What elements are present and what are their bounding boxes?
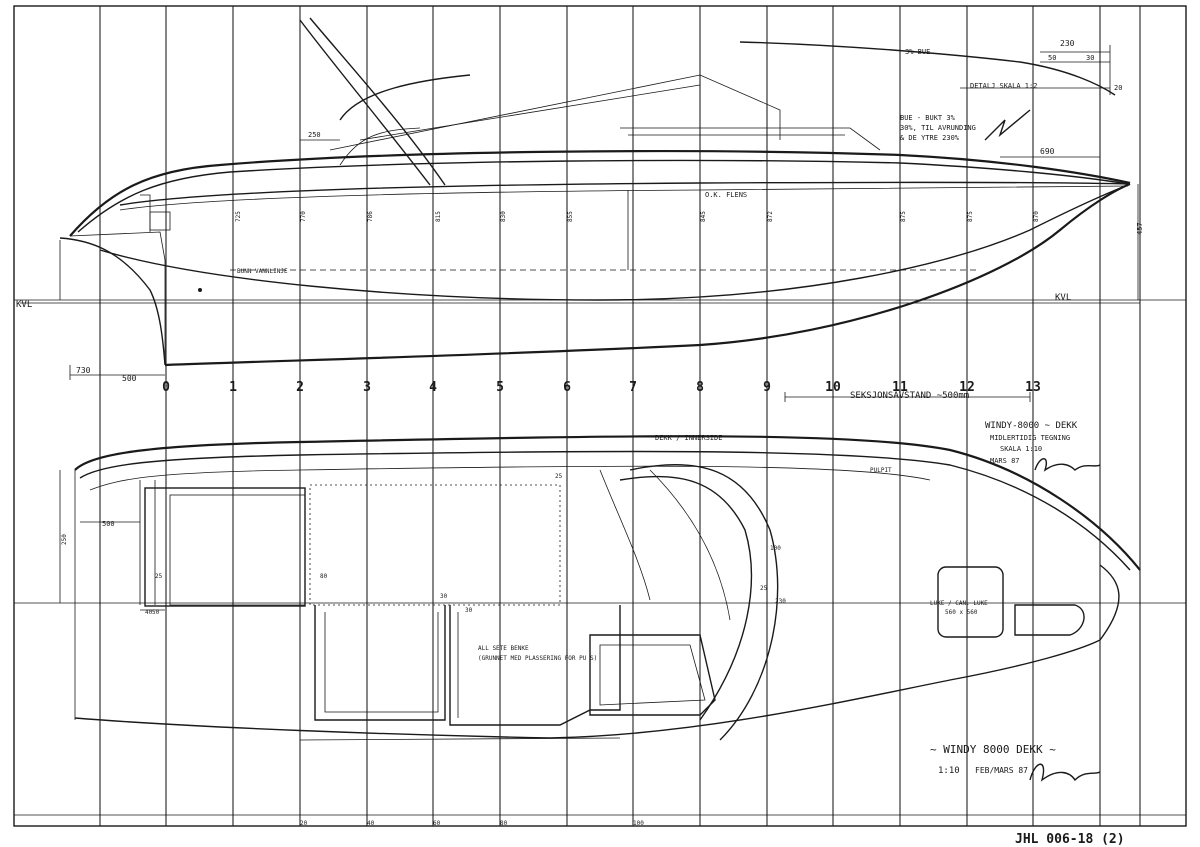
plan-dim: 50 <box>152 609 160 616</box>
detail-scale-label: DETALJ SKALA 1:2 <box>970 82 1037 90</box>
station-number: 10 <box>825 380 841 395</box>
plan-view <box>59 435 1141 741</box>
sheer-label: 3% BUE <box>905 48 930 56</box>
plan-dim-500: 500 <box>102 520 115 528</box>
height-label: 845 <box>700 211 707 222</box>
height-label: 786 <box>367 211 374 222</box>
flange-label: O.K. FLENS <box>705 191 747 199</box>
station-number: 9 <box>763 380 771 395</box>
station-number: 11 <box>892 380 908 395</box>
hull-waterline-label: BUNN VANNLINJE <box>237 268 288 275</box>
dim-250: 250 <box>308 131 321 139</box>
station-number: 0 <box>162 380 170 395</box>
dim-457: 457 <box>1136 222 1144 235</box>
bottom-signature-scrawl <box>1029 763 1101 782</box>
station-number: 8 <box>696 380 704 395</box>
plan-dim: 30 <box>465 607 473 614</box>
height-label: 875 <box>900 211 907 222</box>
waterline-label-right: KVL <box>1055 293 1071 303</box>
foredeck-hatch-shape <box>937 566 1004 638</box>
sheet-border <box>13 5 1187 827</box>
height-label: 725 <box>235 211 242 222</box>
detail-dim-50: 50 <box>1048 54 1056 62</box>
plan-deck-label: DEKK / INNERSIDE <box>655 434 722 442</box>
plan-dim: 100 <box>770 545 781 552</box>
station-number: 13 <box>1025 380 1041 395</box>
bottom-title: ~ WINDY 8000 DEKK ~ <box>930 743 1056 756</box>
plan-dim: 230 <box>775 598 786 605</box>
bottom-tick: 20 <box>300 820 308 827</box>
bottom-tick: 40 <box>367 820 375 827</box>
plan-dim: 25 <box>555 473 563 480</box>
plan-note-2: (GRUNNET MED PLASSERING FOR PU S) <box>478 655 597 662</box>
station-number: 7 <box>629 380 637 395</box>
plan-hatch-label: LUKE / CAN. LUKE <box>930 600 988 607</box>
plan-dim-left-80: 80 <box>320 573 328 580</box>
station-grid <box>14 6 1186 826</box>
camber-note-3: & DE YTRE 230% <box>900 134 960 142</box>
height-label: 875 <box>967 211 974 222</box>
bottom-tick: 80 <box>500 820 508 827</box>
dim-730: 730 <box>76 366 91 375</box>
detail-sheer-camber <box>739 41 1116 141</box>
camber-note-2: 30%, TIL AVRUNDING <box>900 124 976 132</box>
plan-dim-left-40: 40 <box>145 609 153 616</box>
dim-500-profile: 500 <box>122 374 137 383</box>
detail-dim-230: 230 <box>1060 39 1075 48</box>
height-label: 855 <box>567 211 574 222</box>
title-block: WINDY-8000 ~ DEKK MIDLERTIDIG TEGNING SK… <box>985 421 1101 472</box>
plan-dim: 25 <box>760 585 768 592</box>
title-line-4: MARS 87 <box>990 457 1020 465</box>
plan-dimension-labels: 25 30 30 25 100 230 50 <box>152 473 786 616</box>
section-spacing-label: SEKSJONSAVSTAND ~500mm <box>850 391 969 401</box>
height-label: 870 <box>1033 211 1040 222</box>
station-number: 12 <box>959 380 975 395</box>
plan-dim-left-250: 250 <box>61 534 68 545</box>
signature-scrawl <box>1034 458 1101 472</box>
detail-dim-20: 20 <box>1114 84 1122 92</box>
station-number: 6 <box>563 380 571 395</box>
station-number: 2 <box>296 380 304 395</box>
height-label: 872 <box>767 211 774 222</box>
title-line-2: MIDLERTIDIG TEGNING <box>990 434 1070 442</box>
station-number: 1 <box>229 380 237 395</box>
bottom-date: FEB/MARS 87 <box>975 766 1028 775</box>
profile-view <box>20 17 1140 402</box>
title-line-3: SKALA 1:10 <box>1000 445 1042 453</box>
station-number: 3 <box>363 380 371 395</box>
waterline-label-left: KVL <box>16 300 32 310</box>
height-label: 815 <box>435 211 442 222</box>
bottom-tick-labels: 20 40 60 80 100 <box>300 820 644 827</box>
title-line-1: WINDY-8000 ~ DEKK <box>985 421 1078 431</box>
plan-dim-left-25: 25 <box>155 573 163 580</box>
bottom-tick: 60 <box>433 820 441 827</box>
bottom-tick: 100 <box>633 820 644 827</box>
profile-height-labels: 725 770 786 815 830 855 845 872 875 875 … <box>235 211 1040 222</box>
station-number: 4 <box>429 380 437 395</box>
drawing-number: JHL 006-18 (2) <box>1015 832 1125 847</box>
height-label: 830 <box>500 211 507 222</box>
detail-dim-30: 30 <box>1086 54 1094 62</box>
dim-690: 690 <box>1040 147 1055 156</box>
plan-pulpit-label: PULPIT <box>870 467 892 474</box>
plan-note-1: ALL SETE BENKE <box>478 645 529 652</box>
bottom-scale: 1:10 <box>938 766 960 776</box>
height-label: 770 <box>300 211 307 222</box>
camber-note-1: BUE - BUKT 3% <box>900 114 956 122</box>
station-number: 5 <box>496 380 504 395</box>
plan-dim: 30 <box>440 593 448 600</box>
plan-hatch-dim: 560 x 560 <box>945 609 978 616</box>
station-number-labels: 0 1 2 3 4 5 6 7 8 9 10 11 12 13 <box>162 380 1041 395</box>
